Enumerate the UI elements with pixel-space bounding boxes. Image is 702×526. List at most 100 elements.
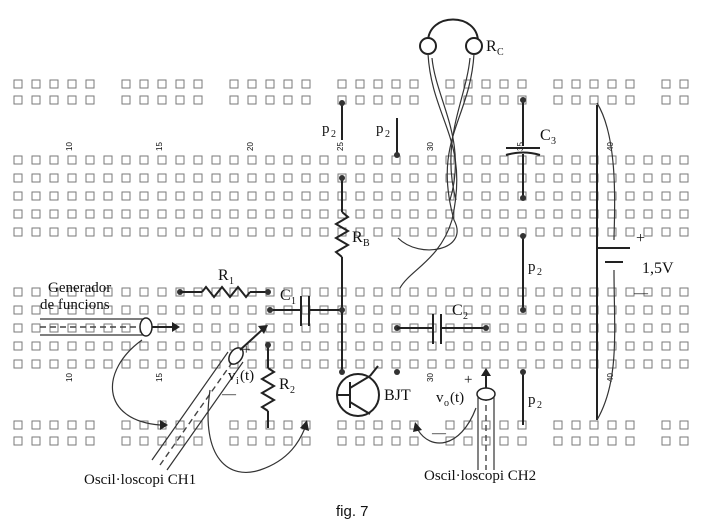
breadboard-hole (679, 341, 689, 351)
breadboard-hole (13, 420, 23, 430)
breadboard-hole (67, 359, 77, 369)
breadboard-hole (103, 155, 113, 165)
breadboard-hole (499, 323, 509, 333)
r1-label: R (218, 267, 229, 284)
breadboard-hole (643, 209, 653, 219)
breadboard-hole (157, 79, 167, 89)
generator-label-line1: Generador (48, 280, 111, 296)
breadboard-hole (49, 209, 59, 219)
breadboard-hole (643, 305, 653, 315)
breadboard-hole (661, 155, 671, 165)
breadboard-hole (175, 173, 185, 183)
breadboard-hole (283, 155, 293, 165)
breadboard-hole (139, 287, 149, 297)
breadboard-hole (409, 155, 419, 165)
vo-label-sub: o (444, 398, 449, 409)
breadboard-hole (355, 359, 365, 369)
breadboard-hole (391, 191, 401, 201)
breadboard-hole (211, 341, 221, 351)
breadboard-hole (193, 227, 203, 237)
breadboard-hole (427, 191, 437, 201)
breadboard-hole (373, 191, 383, 201)
capacitor-c1: C 1 (267, 287, 345, 326)
breadboard-hole (13, 209, 23, 219)
breadboard-hole (337, 436, 347, 446)
breadboard-hole (283, 79, 293, 89)
breadboard-hole (373, 173, 383, 183)
breadboard-hole (607, 287, 617, 297)
breadboard-hole (247, 173, 257, 183)
breadboard-hole (121, 95, 131, 105)
breadboard-hole (31, 305, 41, 315)
breadboard-hole (301, 341, 311, 351)
breadboard-hole (355, 323, 365, 333)
breadboard-hole (265, 359, 275, 369)
breadboard-hole (625, 173, 635, 183)
breadboard-hole (49, 436, 59, 446)
breadboard-hole (679, 287, 689, 297)
breadboard-hole (679, 155, 689, 165)
breadboard-hole (247, 359, 257, 369)
breadboard-hole (157, 341, 167, 351)
p2-c-label: p (528, 259, 536, 275)
breadboard-hole (445, 420, 455, 430)
breadboard-hole (373, 209, 383, 219)
breadboard-hole (553, 341, 563, 351)
breadboard-hole (265, 95, 275, 105)
breadboard-hole (13, 173, 23, 183)
breadboard-hole (661, 95, 671, 105)
breadboard-hole (31, 209, 41, 219)
breadboard-hole (571, 191, 581, 201)
breadboard-hole (409, 79, 419, 89)
c1-label: C (280, 287, 291, 304)
battery-minus-label: — (633, 286, 649, 301)
breadboard-hole (679, 227, 689, 237)
breadboard-hole (67, 191, 77, 201)
breadboard-hole (31, 420, 41, 430)
breadboard-hole (571, 359, 581, 369)
breadboard-hole (265, 155, 275, 165)
breadboard-hole (607, 436, 617, 446)
breadboard-hole (121, 305, 131, 315)
breadboard-hole (607, 359, 617, 369)
breadboard-hole (85, 436, 95, 446)
breadboard-hole (499, 305, 509, 315)
breadboard-hole (391, 305, 401, 315)
breadboard-hole (463, 359, 473, 369)
breadboard-hole (85, 173, 95, 183)
breadboard-hole (211, 359, 221, 369)
breadboard-hole (283, 209, 293, 219)
breadboard-hole (265, 436, 275, 446)
bjt-transistor: BJT (336, 312, 411, 417)
breadboard-hole (661, 191, 671, 201)
breadboard-hole (409, 436, 419, 446)
breadboard-hole (49, 227, 59, 237)
breadboard-hole (607, 79, 617, 89)
r2-label: R (279, 376, 290, 393)
breadboard-hole (67, 287, 77, 297)
p2-a-label-sub: 2 (331, 129, 336, 140)
breadboard-hole (301, 209, 311, 219)
breadboard-hole (139, 191, 149, 201)
breadboard-hole (49, 95, 59, 105)
breadboard-hole (499, 155, 509, 165)
breadboard-hole (139, 155, 149, 165)
breadboard-hole (643, 341, 653, 351)
breadboard-hole (427, 173, 437, 183)
breadboard-hole (211, 155, 221, 165)
breadboard-hole (211, 323, 221, 333)
breadboard-hole (175, 436, 185, 446)
breadboard-hole (121, 323, 131, 333)
breadboard-hole (193, 95, 203, 105)
r1-label-sub: 1 (229, 276, 234, 287)
breadboard-hole (283, 191, 293, 201)
breadboard-hole (607, 209, 617, 219)
breadboard-hole (625, 287, 635, 297)
breadboard-hole (13, 287, 23, 297)
breadboard-hole (31, 155, 41, 165)
breadboard-hole (139, 436, 149, 446)
breadboard-hole (499, 173, 509, 183)
breadboard-hole (13, 323, 23, 333)
col-number-40-bottom: 40 (606, 373, 615, 382)
